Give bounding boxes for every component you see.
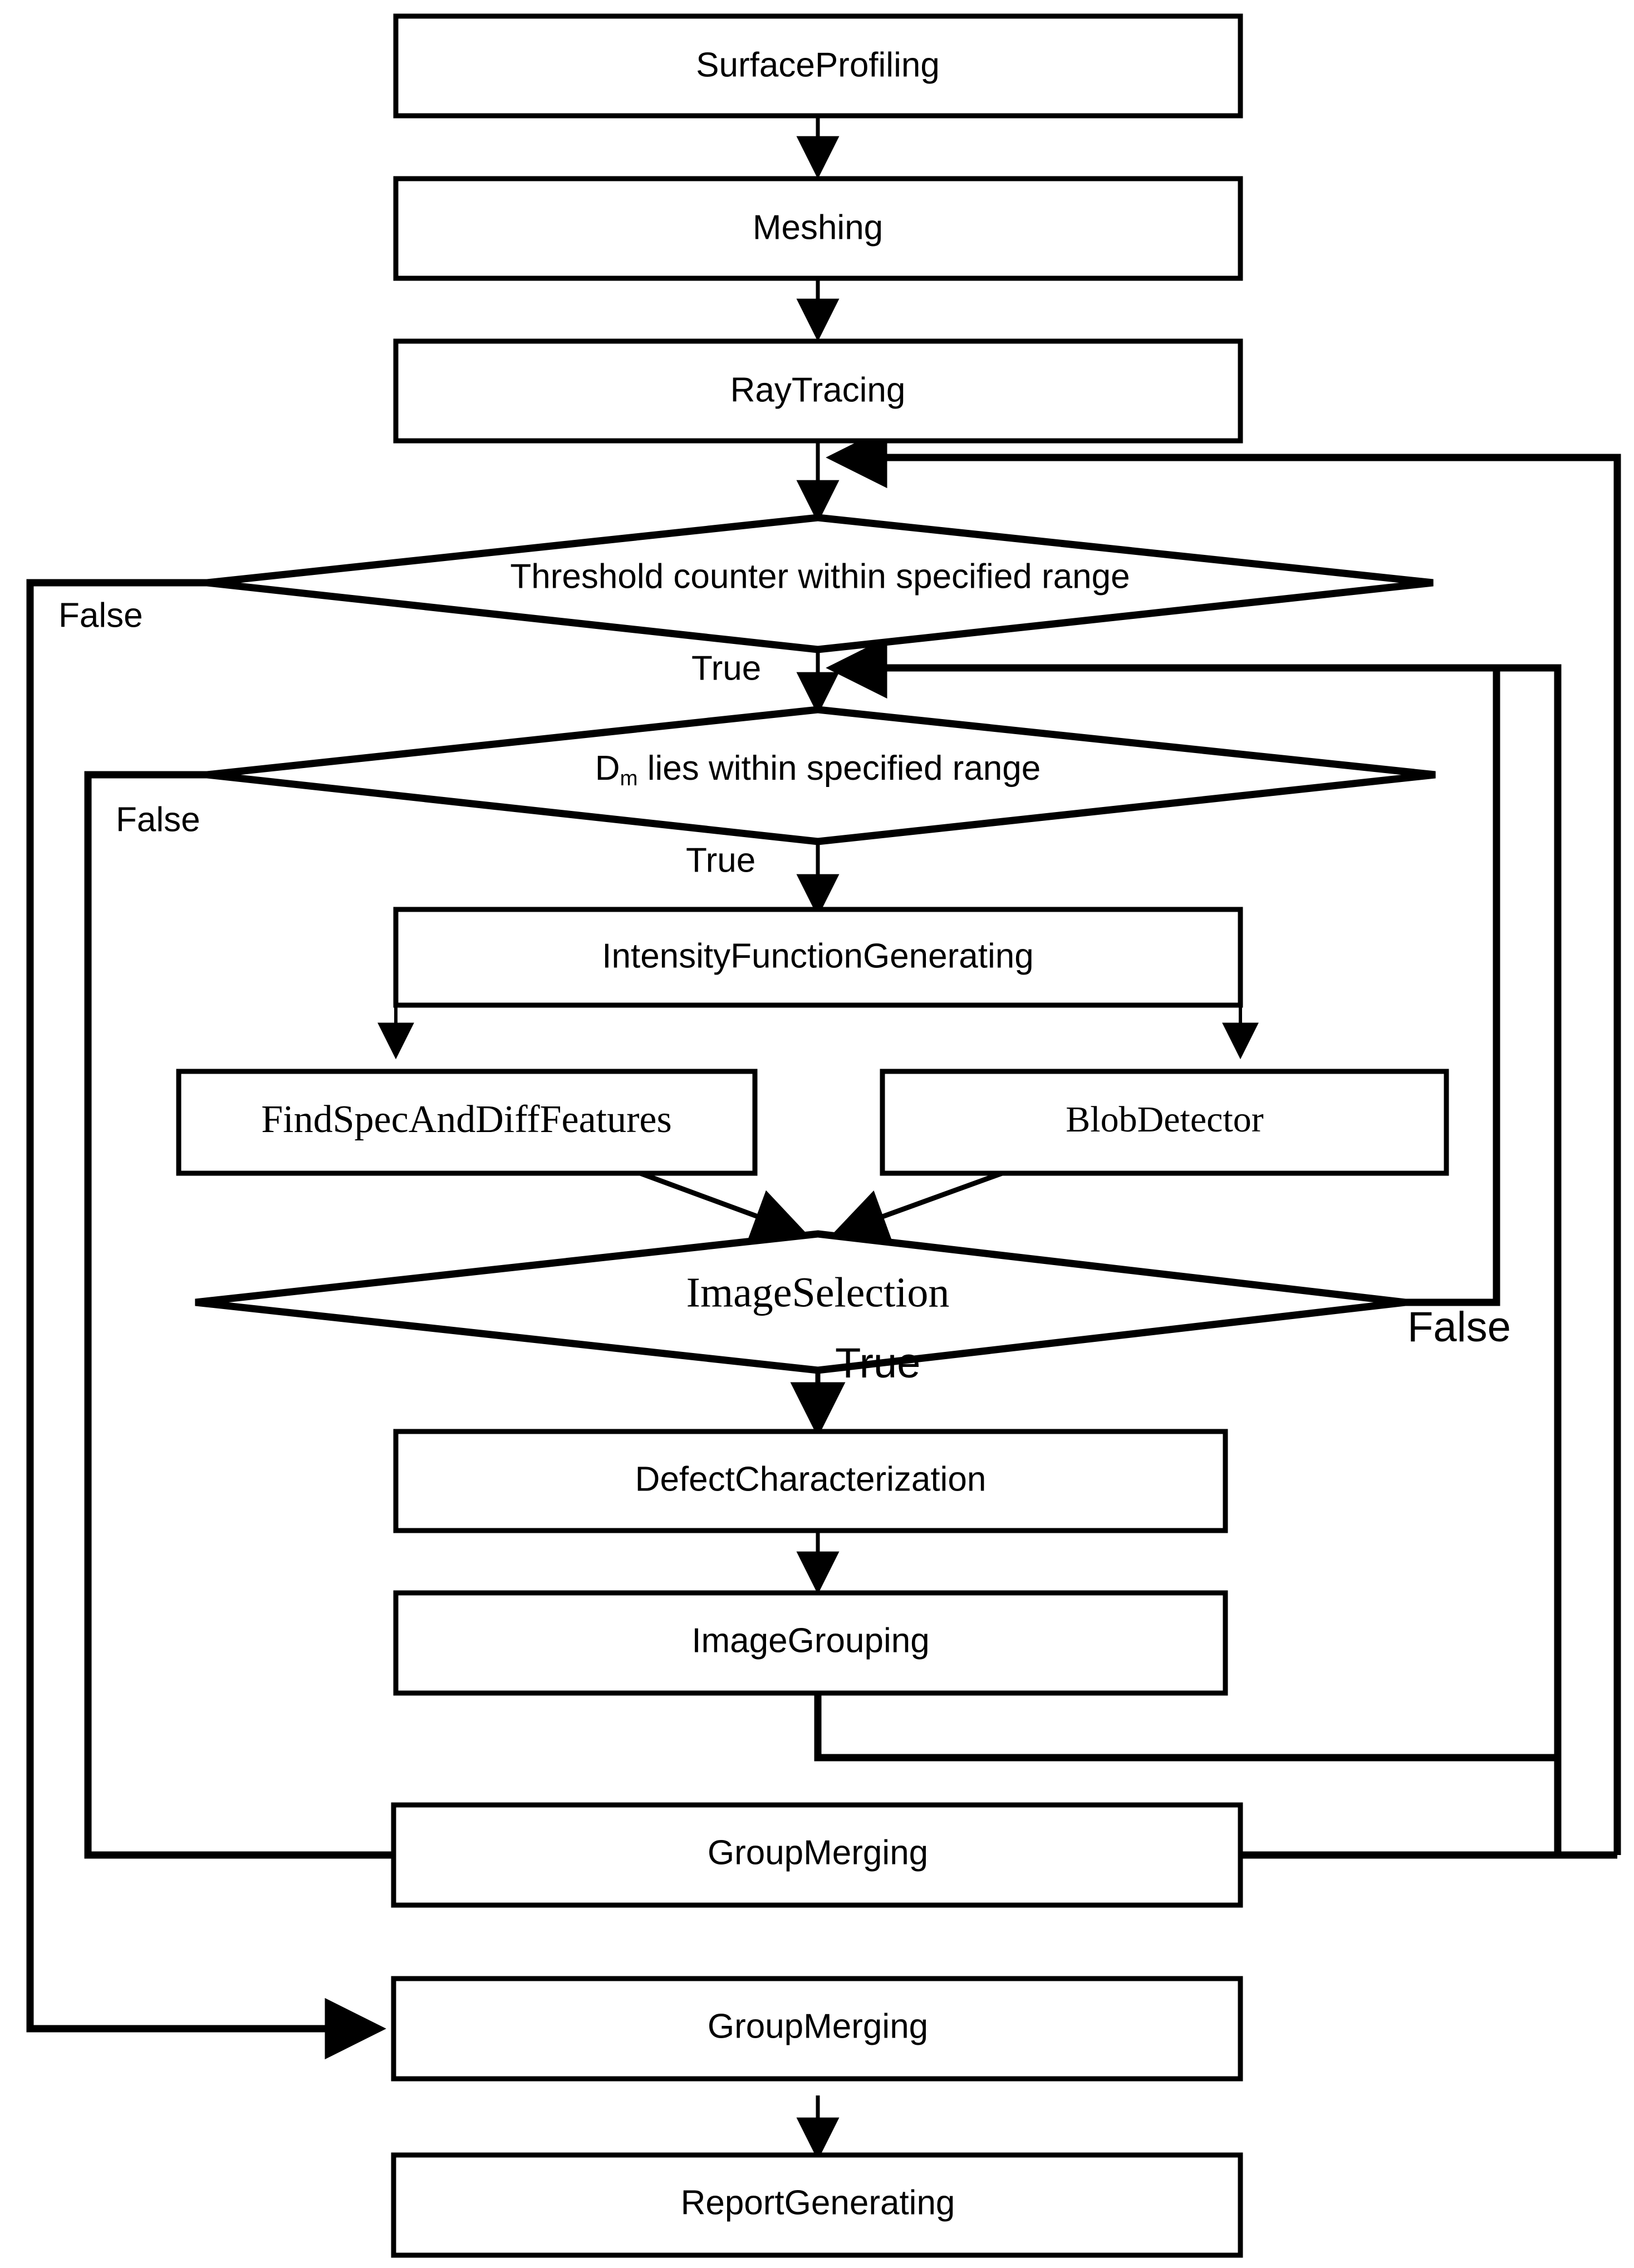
node-defect-characterization[interactable]: DefectCharacterization (393, 1429, 1228, 1533)
image-selection-diamond[interactable] (195, 1230, 1406, 1374)
ray-tracing-label: RayTracing (730, 371, 906, 409)
defect-characterization-label: DefectCharacterization (635, 1460, 987, 1498)
meshing-box[interactable] (393, 176, 1243, 281)
edge-label-threshold-true: True (691, 649, 761, 687)
node-blob-detector[interactable]: BlobDetector (880, 1069, 1449, 1176)
intensity-function-generating-box[interactable] (393, 907, 1243, 1008)
node-intensity-function-generating[interactable]: IntensityFunctionGenerating (393, 907, 1243, 1008)
intensity-function-generating-label: IntensityFunctionGenerating (602, 937, 1033, 975)
edge-imageselection-false (1405, 668, 1500, 1306)
node-ray-tracing[interactable]: RayTracing (393, 338, 1243, 444)
dm-decision-label-main: D (595, 749, 620, 788)
node-meshing[interactable]: Meshing (393, 176, 1243, 281)
edge-outerloop-to-raytracing (826, 426, 1621, 1855)
blob-detector-box[interactable] (880, 1069, 1449, 1176)
surface-profiling-box[interactable] (393, 13, 1243, 119)
connector-layer (26, 116, 1621, 2161)
ray-tracing-box[interactable] (393, 338, 1243, 444)
defect-characterization-box[interactable] (393, 1429, 1228, 1533)
dm-decision-label-subscript: m (620, 766, 638, 790)
edge-threshold-false (26, 579, 386, 2060)
node-find-spec-and-diff-features[interactable]: FindSpecAndDiffFeatures (176, 1069, 758, 1176)
group-merging-outer-box[interactable] (391, 1976, 1243, 2082)
node-threshold-decision[interactable]: Threshold counter within specified range (207, 514, 1434, 653)
find-spec-and-diff-features-box[interactable] (176, 1069, 758, 1176)
dm-decision-diamond[interactable] (207, 706, 1436, 845)
edge-label-threshold-false: False (58, 596, 143, 634)
dm-decision-label-rest: lies within specified range (638, 749, 1041, 788)
node-dm-decision[interactable]: Dm lies within specified range (207, 706, 1436, 845)
edge-dm-false (84, 771, 394, 1859)
node-report-generating[interactable]: ReportGenerating (391, 2152, 1243, 2258)
blob-detector-label: BlobDetector (1066, 1099, 1264, 1140)
node-image-grouping[interactable]: ImageGrouping (393, 1590, 1228, 1696)
surface-profiling-label: SurfaceProfiling (696, 46, 940, 84)
edge-label-image-selection-true: True (835, 1340, 920, 1387)
find-spec-and-diff-features-label: FindSpecAndDiffFeatures (261, 1098, 672, 1141)
edge-label-dm-false: False (116, 800, 200, 839)
edge-label-image-selection-false: False (1407, 1303, 1511, 1351)
edge-label-dm-true: True (686, 841, 755, 879)
edge-blobdetector-imageselection (831, 1170, 1003, 1242)
group-merging-inner-label: GroupMerging (708, 1833, 928, 1872)
threshold-decision-label: Threshold counter within specified range (510, 557, 1130, 596)
edge-imagegrouping-loopback (814, 1693, 1558, 1762)
node-group-merging-inner[interactable]: GroupMerging (391, 1802, 1243, 1908)
image-selection-label: ImageSelection (686, 1269, 950, 1316)
image-grouping-box[interactable] (393, 1590, 1228, 1696)
threshold-decision-diamond[interactable] (207, 514, 1434, 653)
group-merging-outer-label: GroupMerging (708, 2007, 928, 2045)
node-image-selection[interactable]: ImageSelection (195, 1230, 1406, 1374)
dm-decision-label: Dm lies within specified range (595, 749, 1041, 790)
meshing-label: Meshing (753, 208, 883, 247)
group-merging-inner-box[interactable] (391, 1802, 1243, 1908)
report-generating-box[interactable] (391, 2152, 1243, 2258)
edge-label-layer: False True False True False True (58, 596, 1511, 1387)
report-generating-label: ReportGenerating (681, 2183, 955, 2222)
node-group-merging-outer[interactable]: GroupMerging (391, 1976, 1243, 2082)
node-surface-profiling[interactable]: SurfaceProfiling (393, 13, 1243, 119)
edge-innerloop-to-dm (826, 637, 1562, 1855)
edge-findspec-imageselection (639, 1170, 808, 1242)
image-grouping-label: ImageGrouping (691, 1621, 929, 1660)
